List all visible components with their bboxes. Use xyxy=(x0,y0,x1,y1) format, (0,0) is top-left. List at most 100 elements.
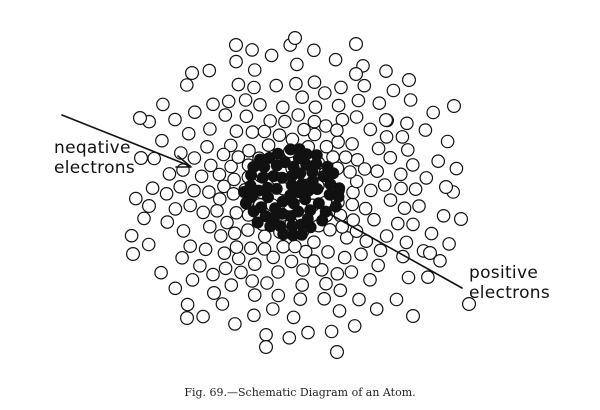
negative-electron xyxy=(266,250,280,265)
negative-electron xyxy=(247,63,262,77)
negative-electron xyxy=(261,138,276,152)
negative-electron xyxy=(301,325,315,340)
negative-electron xyxy=(168,281,183,296)
negative-electron xyxy=(330,123,344,137)
negative-electrons-pointer xyxy=(61,114,191,167)
negative-electron xyxy=(142,199,157,214)
negative-electron xyxy=(343,165,357,179)
negative-electron xyxy=(218,108,233,122)
negative-electron xyxy=(370,164,384,178)
negative-electron xyxy=(442,237,456,251)
negative-electron xyxy=(400,143,415,157)
negative-electron xyxy=(363,183,378,198)
negative-electron xyxy=(183,239,197,253)
negative-electron xyxy=(406,309,421,324)
negative-electron xyxy=(349,36,364,51)
negative-electron xyxy=(217,179,231,194)
negative-electron xyxy=(349,174,364,189)
negative-electron xyxy=(403,93,418,107)
negative-electron xyxy=(344,265,359,279)
negative-electron xyxy=(412,199,426,213)
positive-electron-cluster xyxy=(237,143,346,242)
negative-electron xyxy=(193,258,207,273)
negative-electron xyxy=(379,229,394,243)
positive-electron xyxy=(292,186,305,199)
negative-electron xyxy=(357,162,372,176)
negative-electron xyxy=(213,192,227,206)
negative-electron xyxy=(367,212,381,227)
negative-electrons-label-line-2: electrons xyxy=(54,158,136,178)
negative-electron xyxy=(389,292,404,307)
positive-electron xyxy=(276,195,289,208)
negative-electron xyxy=(194,169,209,184)
positive-electron xyxy=(277,228,290,241)
negative-electron xyxy=(371,258,385,273)
negative-electron xyxy=(319,276,333,291)
negative-electron xyxy=(229,54,243,69)
positive-electron xyxy=(252,184,265,197)
negative-electron xyxy=(231,150,246,164)
negative-electron xyxy=(227,226,242,241)
negative-electron xyxy=(180,311,195,326)
negative-electron xyxy=(369,302,384,316)
negative-electron xyxy=(185,65,200,80)
positive-electron xyxy=(239,197,252,210)
negative-electron xyxy=(264,48,279,63)
negative-electron xyxy=(345,197,360,212)
negative-electron xyxy=(134,151,149,166)
negative-electron xyxy=(333,283,348,298)
negative-electron xyxy=(354,247,368,262)
negative-electron xyxy=(260,276,274,290)
negative-electron xyxy=(224,278,239,292)
negative-electron xyxy=(272,128,287,142)
negative-electron xyxy=(248,257,262,271)
positive-electron xyxy=(284,210,297,223)
negative-electron xyxy=(431,154,445,168)
negative-electron xyxy=(439,180,454,195)
negative-electron xyxy=(308,100,323,114)
negative-electron xyxy=(245,125,260,139)
negative-electron xyxy=(220,215,234,230)
positive-electrons-label-line-2: electrons xyxy=(469,283,551,303)
negative-electron xyxy=(424,226,439,241)
negative-electron xyxy=(229,37,244,52)
negative-electron xyxy=(257,124,272,139)
negative-electron xyxy=(288,239,302,254)
negative-electron xyxy=(245,274,259,288)
negative-electron xyxy=(318,119,333,133)
negative-electron xyxy=(276,239,290,254)
negative-electron xyxy=(440,134,455,149)
negative-electron xyxy=(231,251,246,266)
negative-electron xyxy=(224,138,238,153)
negative-electron xyxy=(298,244,313,259)
negative-electron xyxy=(418,123,433,137)
negative-electron xyxy=(215,297,230,311)
negative-electron xyxy=(176,224,191,238)
negative-electron xyxy=(160,215,175,229)
negative-electron xyxy=(202,185,216,199)
negative-electron xyxy=(231,77,246,92)
negative-electron xyxy=(357,78,372,93)
negative-electron xyxy=(371,141,386,156)
negative-electron xyxy=(218,261,233,276)
negative-electron xyxy=(331,98,346,113)
negative-electron xyxy=(175,250,189,265)
negative-electron xyxy=(400,116,414,131)
negative-electron xyxy=(259,327,273,342)
negative-electron xyxy=(307,114,322,129)
figure-caption: Fig. 69.—Schematic Diagram of an Atom. xyxy=(184,386,416,399)
negative-electron xyxy=(330,345,345,360)
negative-electron xyxy=(447,98,462,113)
negative-electron xyxy=(352,292,366,307)
negative-electron xyxy=(188,105,202,119)
negative-electron xyxy=(133,110,148,125)
negative-electron xyxy=(204,158,218,173)
negative-electron xyxy=(257,242,272,256)
negative-electron xyxy=(383,193,398,207)
positive-electron xyxy=(332,190,345,203)
negative-electron xyxy=(238,93,253,107)
negative-electron xyxy=(319,139,334,154)
negative-electron xyxy=(229,206,244,220)
negative-electron xyxy=(331,135,345,149)
